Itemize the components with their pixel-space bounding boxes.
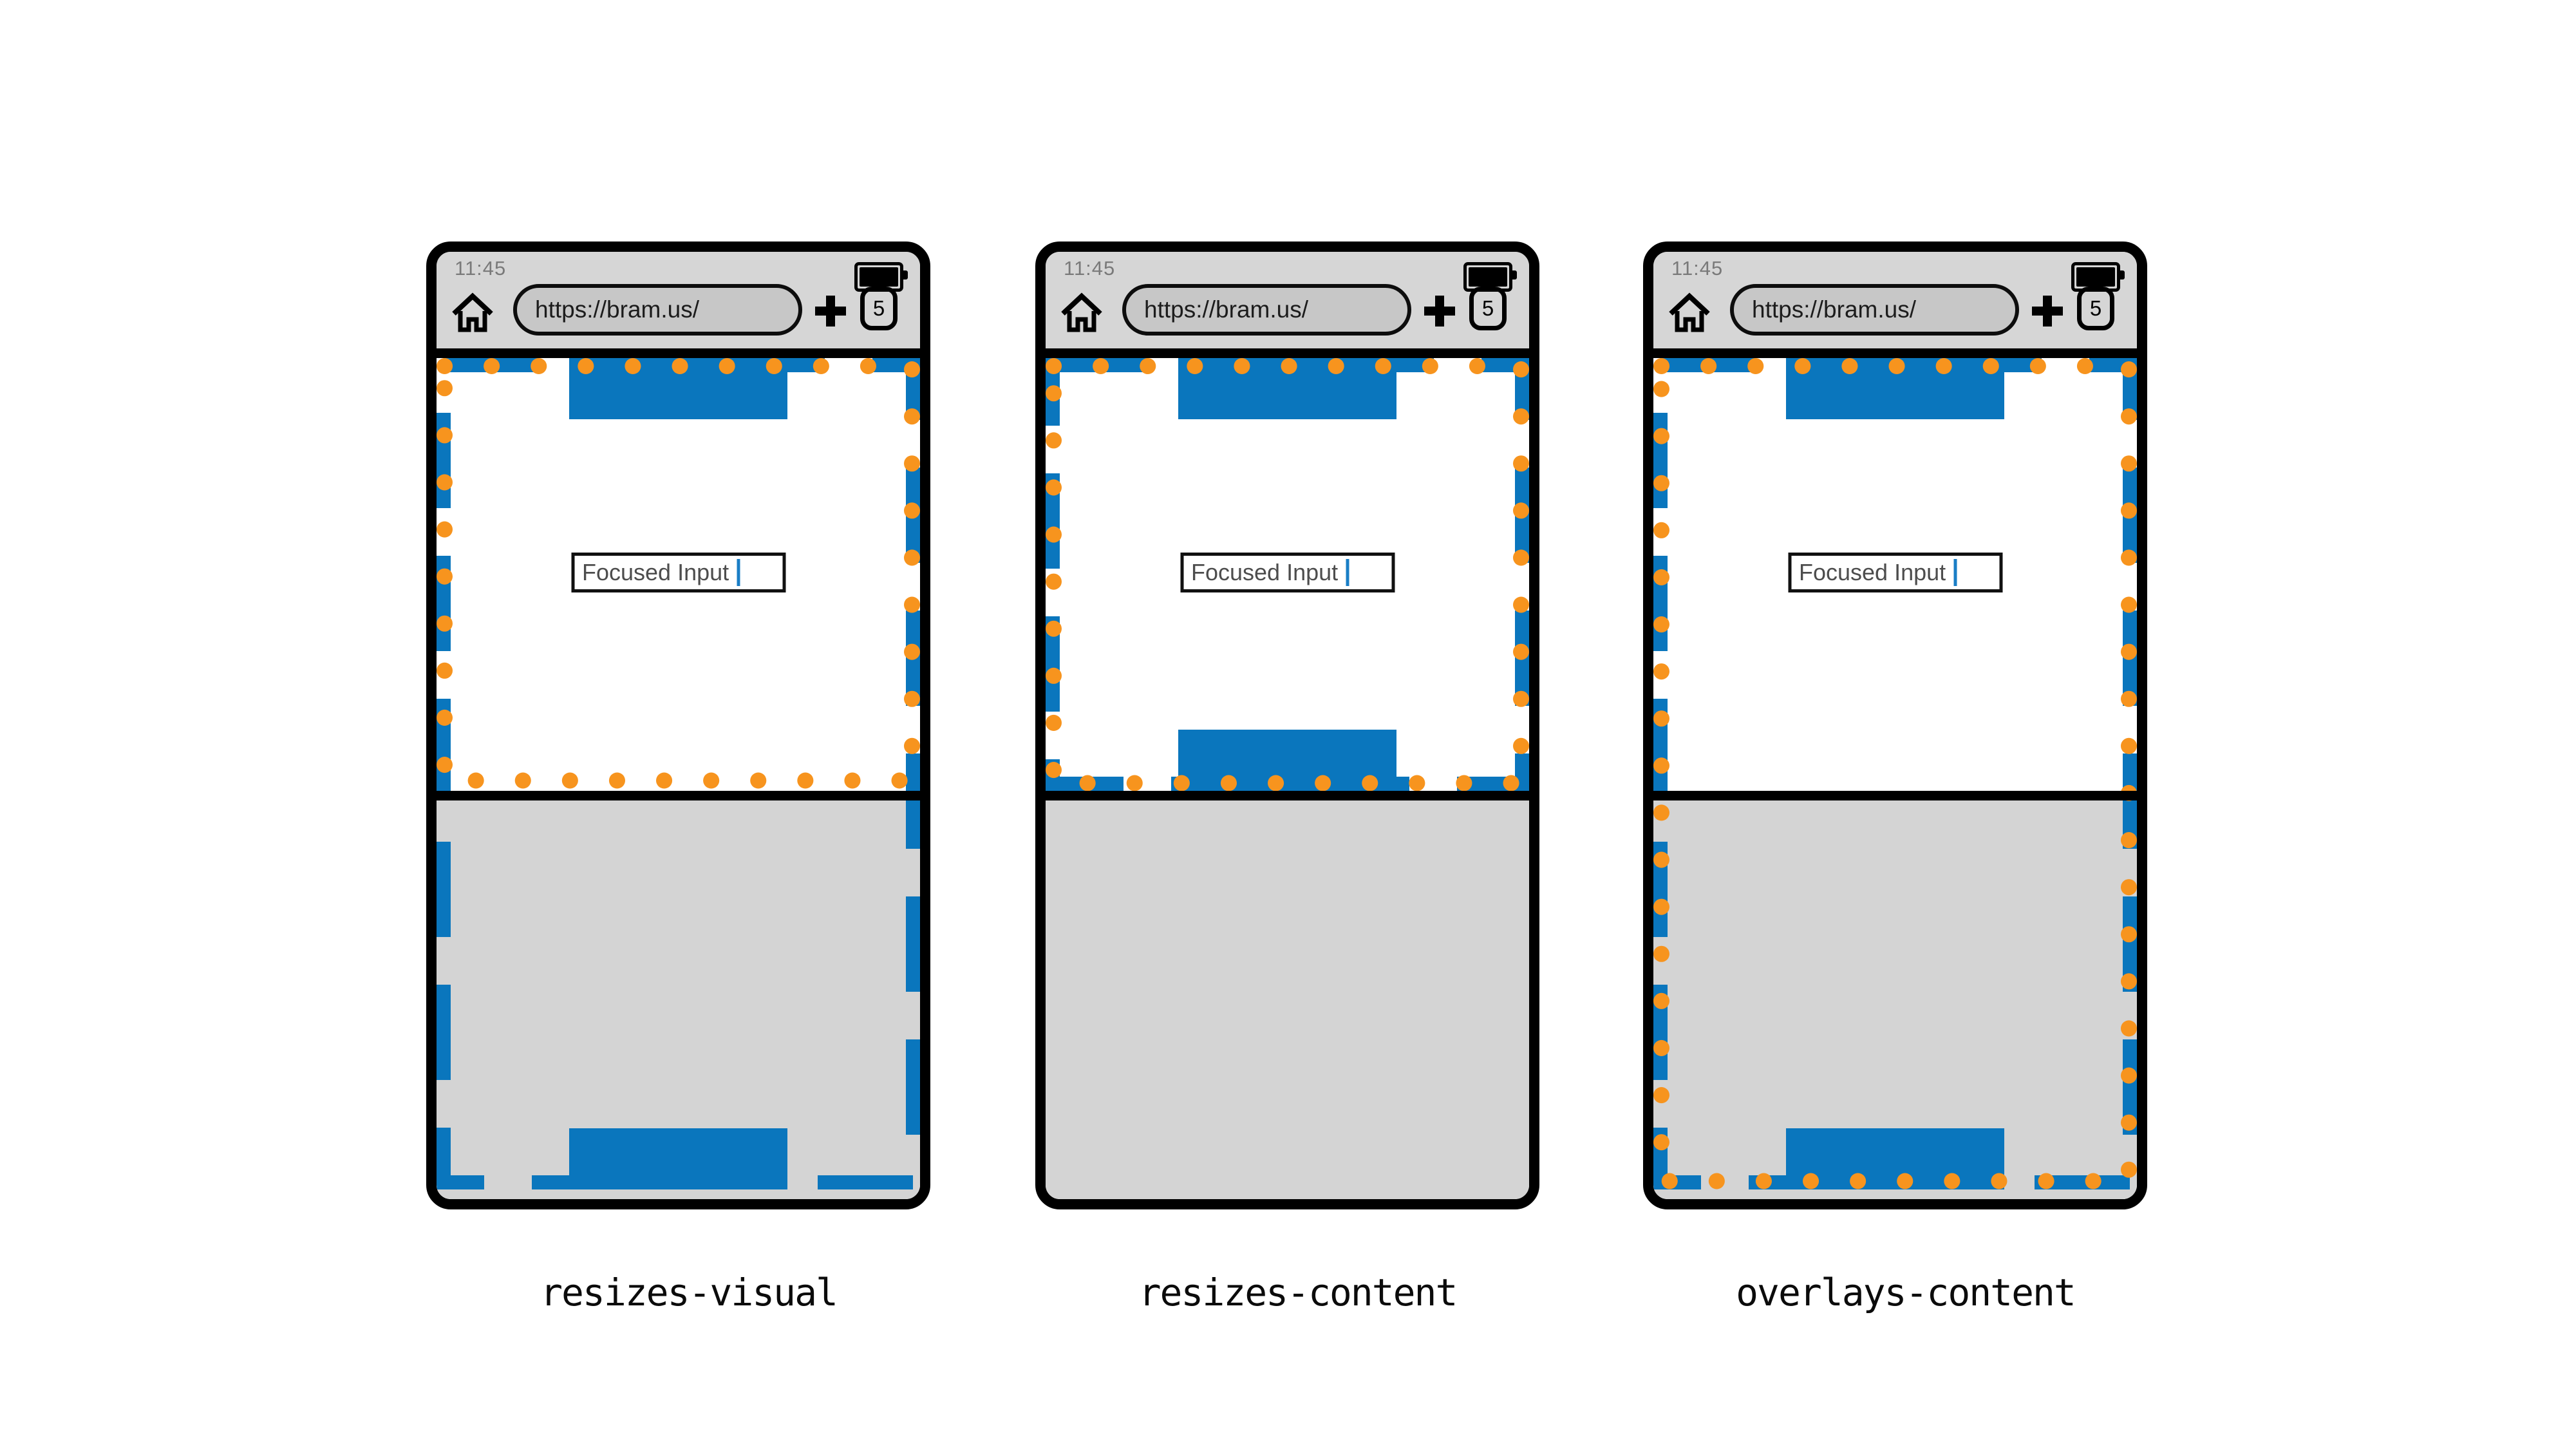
url-text: https://bram.us/ (535, 296, 699, 323)
input-value: Focused Input (1799, 559, 1946, 585)
toolbar-separator (1653, 348, 2137, 358)
focused-input[interactable]: Focused Input (1788, 553, 2002, 592)
tab-count: 5 (872, 296, 885, 320)
behavior-label: overlays-content (1736, 1271, 2076, 1314)
page-viewport-area: Focused Input (1653, 358, 2137, 1199)
keyboard-top-edge (1046, 791, 1529, 800)
phone-mockup-overlays-content: 11:45 https://bram.us/ 5 (1643, 242, 2147, 1314)
focused-input[interactable]: Focused Input (571, 553, 785, 592)
url-text: https://bram.us/ (1752, 296, 1916, 323)
url-bar[interactable]: https://bram.us/ (513, 284, 802, 336)
focused-input[interactable]: Focused Input (1180, 553, 1395, 592)
browser-toolbar: https://bram.us/ 5 (437, 281, 920, 341)
page-header-block (1178, 358, 1396, 419)
tab-count: 5 (2089, 296, 2102, 320)
home-icon[interactable] (1058, 288, 1105, 334)
virtual-keyboard-area (1046, 800, 1529, 1199)
browser-chrome: 11:45 https://bram.us/ 5 (1046, 252, 1529, 348)
new-tab-plus-icon[interactable] (2032, 296, 2063, 327)
status-time: 11:45 (1064, 257, 1116, 279)
page-footer-block (1178, 730, 1396, 791)
behavior-label: resizes-visual (540, 1271, 838, 1314)
battery-nub (1512, 270, 1517, 279)
phone-screen: 11:45 https://bram.us/ 5 (1653, 252, 2137, 1199)
text-caret-icon (1953, 559, 1957, 586)
home-icon[interactable] (449, 288, 496, 334)
input-value: Focused Input (582, 559, 729, 585)
browser-chrome: 11:45 https://bram.us/ 5 (437, 252, 920, 348)
tab-counter[interactable]: 5 (860, 287, 898, 330)
browser-toolbar: https://bram.us/ 5 (1653, 281, 2137, 341)
phone-mockup-resizes-content: 11:45 https://bram.us/ 5 (1035, 242, 1539, 1314)
battery-nub (903, 270, 908, 279)
url-text: https://bram.us/ (1144, 296, 1308, 323)
toolbar-separator (437, 348, 920, 358)
new-tab-plus-icon[interactable] (815, 296, 846, 327)
browser-chrome: 11:45 https://bram.us/ 5 (1653, 252, 2137, 348)
toolbar-separator (1046, 348, 1529, 358)
phone-screen: 11:45 https://bram.us/ 5 (1046, 252, 1529, 1199)
new-tab-plus-icon[interactable] (1424, 296, 1455, 327)
page-viewport-area: Focused Input (1046, 358, 1529, 1199)
home-icon[interactable] (1666, 288, 1713, 334)
phone-mockup-resizes-visual: 11:45 https://bram.us/ 5 (426, 242, 930, 1314)
browser-toolbar: https://bram.us/ 5 (1046, 281, 1529, 341)
status-time: 11:45 (455, 257, 507, 279)
tab-count: 5 (1481, 296, 1494, 320)
keyboard-top-edge (437, 791, 920, 800)
tab-counter[interactable]: 5 (2077, 287, 2114, 330)
status-time: 11:45 (1671, 257, 1724, 279)
page-header-block (569, 358, 787, 419)
text-caret-icon (1346, 559, 1349, 586)
battery-icon (1463, 262, 1517, 292)
battery-nub (2120, 270, 2125, 279)
phone-screen: 11:45 https://bram.us/ 5 (437, 252, 920, 1199)
page-header-block (1786, 358, 2004, 419)
behavior-label: resizes-content (1138, 1271, 1458, 1314)
input-value: Focused Input (1191, 559, 1339, 585)
url-bar[interactable]: https://bram.us/ (1122, 284, 1411, 336)
text-caret-icon (737, 559, 740, 586)
page-viewport-area: Focused Input (437, 358, 920, 1199)
tab-counter[interactable]: 5 (1469, 287, 1507, 330)
page-footer-block (569, 1128, 787, 1189)
page-footer-block (1786, 1128, 2004, 1189)
url-bar[interactable]: https://bram.us/ (1730, 284, 2019, 336)
keyboard-top-edge (1653, 791, 2137, 800)
